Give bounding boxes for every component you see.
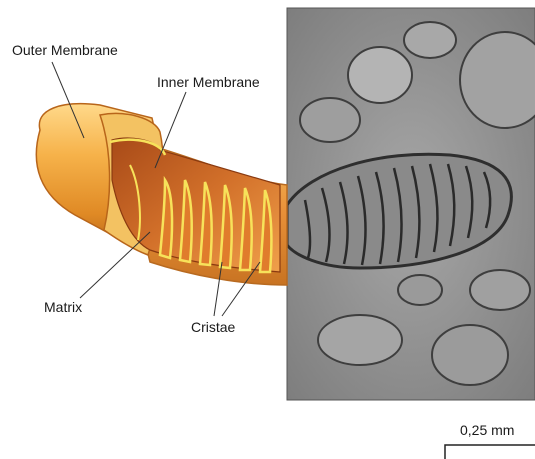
- cristae-label: Cristae: [191, 319, 235, 335]
- matrix-leader: [80, 232, 150, 298]
- mitochondrion-illustration: [36, 104, 287, 285]
- electron-micrograph: [287, 8, 535, 400]
- matrix-label: Matrix: [44, 299, 82, 315]
- inner-membrane-shape: [112, 138, 280, 272]
- outer-membrane-label: Outer Membrane: [12, 42, 118, 58]
- scale-bar-label: 0,25 mm: [460, 422, 514, 438]
- inner-membrane-label: Inner Membrane: [157, 74, 260, 90]
- scale-bar: [445, 445, 535, 459]
